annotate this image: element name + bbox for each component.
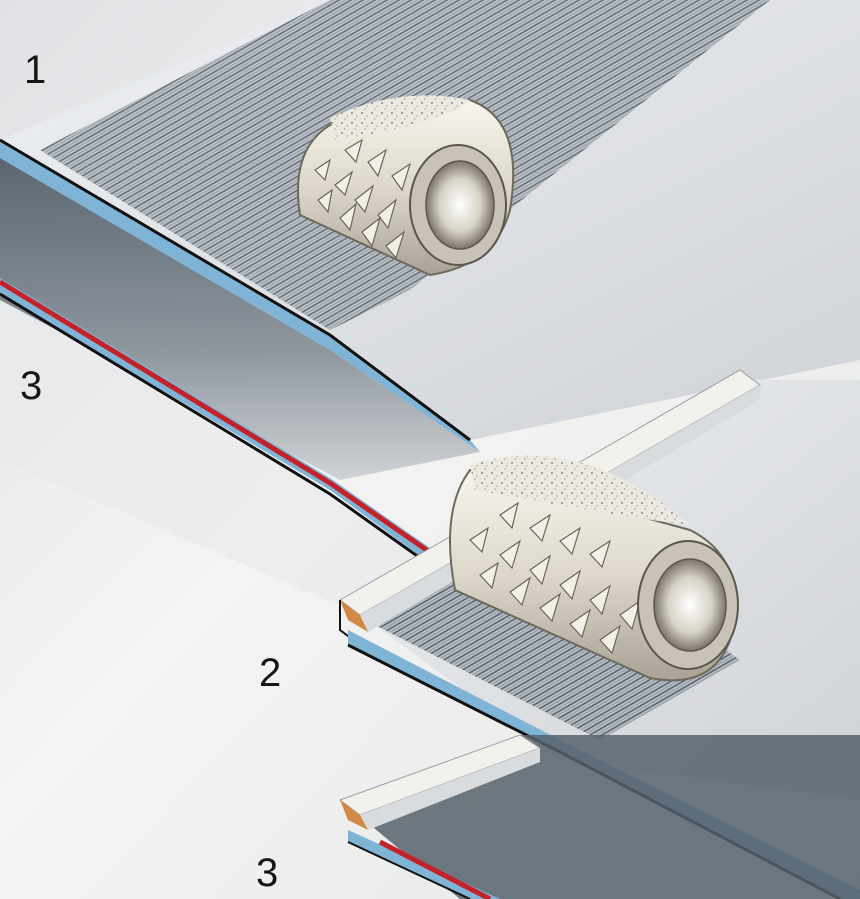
adhesive-line-top bbox=[0, 279, 430, 554]
wood-core-bottom bbox=[340, 800, 368, 830]
layered-edge-top bbox=[0, 278, 430, 640]
bottom-panel bbox=[338, 734, 860, 899]
step-label-3-top: 3 bbox=[20, 364, 43, 408]
adhesive-line-bottom bbox=[378, 839, 492, 899]
wood-core-middle bbox=[340, 600, 368, 632]
step-label-3-bottom: 3 bbox=[256, 851, 279, 895]
step-label-1: 1 bbox=[24, 48, 47, 92]
spiked-roller-icon bbox=[449, 455, 739, 682]
panel-underside-top bbox=[0, 158, 480, 480]
panel-edge-top bbox=[0, 140, 480, 452]
step-label-2: 2 bbox=[259, 651, 282, 695]
spiked-roller-icon bbox=[297, 95, 515, 277]
